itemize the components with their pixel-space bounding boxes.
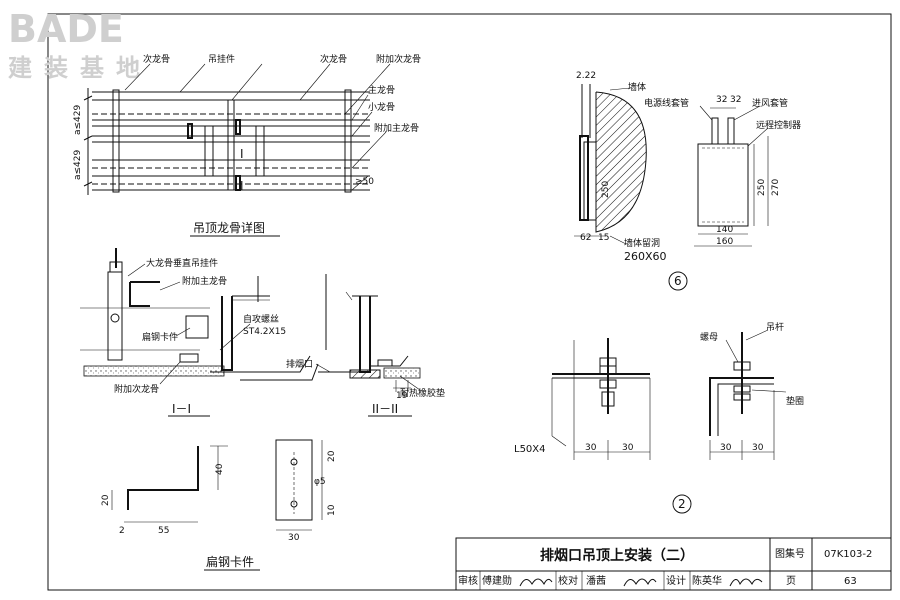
page-number: 63	[844, 576, 857, 587]
logo-subtitle-text: 建装基地	[8, 54, 152, 82]
d2-dim-30b: 30	[622, 443, 634, 453]
keel-label-hanger: 吊挂件	[208, 53, 235, 65]
d6-label-air-sleeve: 进风套管	[752, 97, 788, 109]
d2-dim-30d: 30	[752, 443, 764, 453]
check-label: 校对	[558, 574, 578, 587]
atlas-number-label: 图集号	[775, 547, 805, 560]
d6-dim-250b: 250	[757, 179, 767, 196]
keel-label-secondary-1: 次龙骨	[143, 53, 170, 65]
d6-label-cable-sleeve: 电源线套管	[644, 97, 689, 109]
detail-6-number: 6	[674, 274, 682, 288]
section-mark-1b: I	[240, 179, 244, 193]
keel-dim-a1: a≤429	[73, 104, 83, 135]
section-2-2-drawing: 19 排烟口 耐热橡胶垫 II－II	[286, 274, 445, 417]
reviewer-name: 傅建勋	[482, 574, 512, 587]
review-label: 审核	[458, 574, 478, 587]
s11-label-screw: 自攻螺丝	[243, 313, 279, 325]
atlas-number: 07K103-2	[824, 549, 872, 560]
keel-label-secondary-2: 次龙骨	[320, 53, 347, 65]
d6-dim-222: 2.22	[576, 71, 596, 81]
clip-drawing: 40 20 2 55 20 10 φ5 30 扁钢卡件	[101, 439, 337, 571]
s22-label-outlet: 排烟口	[286, 358, 313, 370]
clip-dim-55: 55	[158, 526, 169, 536]
clip-dim-10: 10	[327, 504, 337, 516]
section-1-1-caption: I－I	[172, 402, 191, 416]
s11-label-screw-spec: ST4.2X15	[243, 327, 286, 337]
checker-name: 潘茜	[586, 575, 606, 587]
s11-label-extra-secondary: 附加次龙骨	[114, 383, 159, 395]
d2-label-washer: 垫圈	[786, 395, 804, 407]
d6-dim-15: 15	[598, 233, 609, 243]
d2-dim-30c: 30	[720, 443, 732, 453]
brand-logo: BADE 建装基地	[8, 7, 152, 82]
d6-dim-160: 160	[716, 237, 733, 247]
design-label: 设计	[666, 574, 686, 587]
clip-hole-label: φ5	[314, 477, 326, 487]
d2-label-rod: 吊杆	[766, 321, 784, 333]
d2-dim-30a: 30	[585, 443, 597, 453]
clip-dim-30: 30	[288, 533, 300, 543]
s22-dim-19: 19	[396, 391, 408, 401]
detail-2-drawing: 30 30 L50X4 30 30 螺母 吊杆 垫圈 2	[514, 321, 804, 514]
page-label: 页	[786, 575, 796, 587]
keel-label-extra-secondary: 附加次龙骨	[376, 53, 421, 65]
section-mark-1a: I	[240, 147, 244, 161]
section-1-1-drawing: 大龙骨垂直吊挂件 附加主龙骨 扁钢卡件 附加次龙骨 自攻螺丝 ST4.2X15 …	[80, 248, 319, 417]
section-2-2-caption: II－II	[372, 402, 398, 416]
d6-dim-32a: 32	[716, 95, 727, 105]
d2-label-angle: L50X4	[514, 444, 546, 455]
keel-dim-a2: a≤429	[73, 149, 83, 180]
detail-6-drawing: 2.22 250 62 15 墙体 墙体留洞 260X60 32 32 250 …	[574, 71, 801, 291]
clip-dim-20b: 20	[327, 450, 337, 462]
keel-label-extra-main: 附加主龙骨	[374, 122, 419, 134]
designer-name: 陈英华	[692, 574, 722, 587]
s22-label-rubber: 耐热橡胶垫	[400, 387, 445, 399]
d6-label-opening: 墙体留洞	[624, 237, 660, 249]
reviewer-signature	[519, 578, 553, 587]
d6-dim-32b: 32	[730, 95, 741, 105]
keel-label-small: 小龙骨	[368, 101, 395, 113]
checker-signature	[623, 578, 657, 587]
d2-label-nut: 螺母	[700, 332, 718, 343]
keel-label-main: 主龙骨	[368, 84, 395, 96]
keel-dim-50: ≥50	[355, 177, 374, 187]
clip-dim-2: 2	[119, 526, 125, 536]
d6-dim-250a: 250	[601, 181, 611, 198]
title-block: 排烟口吊顶上安装（二） 图集号 07K103-2 页 63 审核 傅建勋 校对 …	[455, 537, 892, 591]
d6-label-controller: 远程控制器	[756, 119, 801, 131]
clip-dim-20: 20	[101, 494, 111, 506]
d6-dim-140: 140	[716, 225, 733, 235]
detail-2-number: 2	[678, 497, 686, 511]
drawing-title: 排烟口吊顶上安装（二）	[540, 547, 694, 564]
s11-label-extra-main: 附加主龙骨	[182, 275, 227, 287]
s11-label-hanger: 大龙骨垂直吊挂件	[146, 257, 218, 269]
keel-detail-caption: 吊顶龙骨详图	[193, 220, 265, 235]
d6-label-opening-size: 260X60	[624, 250, 667, 263]
d6-label-wall: 墙体	[628, 81, 646, 93]
designer-signature	[729, 578, 763, 587]
clip-caption: 扁钢卡件	[206, 555, 254, 569]
d6-dim-62: 62	[580, 233, 591, 243]
s11-label-clip: 扁钢卡件	[142, 331, 178, 343]
logo-brand-text: BADE	[8, 7, 124, 51]
keel-detail-drawing: a≤429 a≤429 I I	[73, 53, 421, 237]
d6-dim-270: 270	[771, 179, 781, 196]
clip-dim-40: 40	[215, 463, 225, 475]
